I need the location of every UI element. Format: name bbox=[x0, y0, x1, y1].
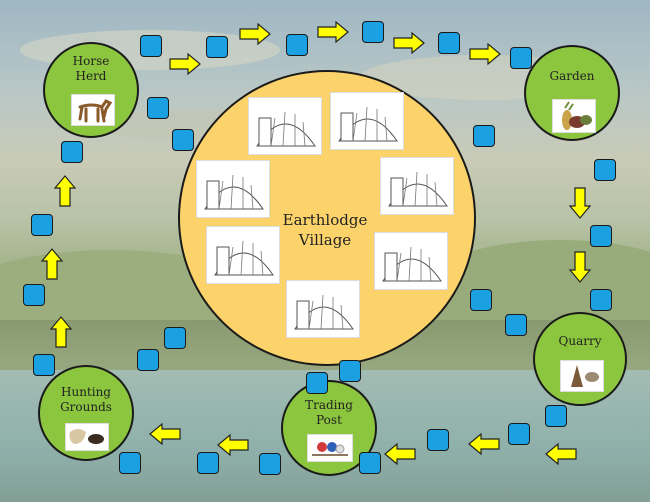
board-space[interactable] bbox=[590, 289, 612, 311]
board-space[interactable] bbox=[61, 141, 83, 163]
yellow-arrow-right bbox=[317, 20, 349, 44]
yellow-arrow-up bbox=[40, 248, 64, 280]
yellow-arrow-right bbox=[239, 22, 271, 46]
board-space[interactable] bbox=[590, 225, 612, 247]
board-space[interactable] bbox=[197, 452, 219, 474]
board-space[interactable] bbox=[508, 423, 530, 445]
horse-picture bbox=[71, 94, 115, 126]
yellow-arrow-up bbox=[53, 175, 77, 207]
yellow-arrow-down bbox=[568, 187, 592, 219]
station-label-line2: Post bbox=[316, 413, 342, 427]
station-label-line1: Trading bbox=[305, 398, 353, 412]
earthlodge-drawing bbox=[248, 97, 322, 155]
board-space[interactable] bbox=[164, 327, 186, 349]
board-space[interactable] bbox=[510, 47, 532, 69]
board-space[interactable] bbox=[119, 452, 141, 474]
station-horse-herd[interactable]: Horse Herd bbox=[43, 42, 139, 138]
hide-and-meat-picture bbox=[65, 423, 109, 451]
board-space[interactable] bbox=[33, 354, 55, 376]
board-space[interactable] bbox=[172, 129, 194, 151]
station-label: Quarry bbox=[535, 334, 625, 349]
station-garden[interactable]: Garden bbox=[524, 45, 620, 141]
earthlodge-drawing bbox=[206, 226, 280, 284]
board-space[interactable] bbox=[31, 214, 53, 236]
station-label-line1: Quarry bbox=[558, 334, 602, 348]
corn-and-squash-picture bbox=[552, 99, 596, 133]
station-label: Hunting Grounds bbox=[40, 385, 132, 415]
board-space[interactable] bbox=[359, 452, 381, 474]
board-space[interactable] bbox=[505, 314, 527, 336]
board-space[interactable] bbox=[23, 284, 45, 306]
village-label: Earthlodge Village bbox=[270, 210, 380, 250]
board-space[interactable] bbox=[140, 35, 162, 57]
board-space[interactable] bbox=[206, 36, 228, 58]
station-label: Horse Herd bbox=[45, 54, 137, 84]
yellow-arrow-right bbox=[469, 42, 501, 66]
board-space[interactable] bbox=[362, 21, 384, 43]
earthlodge-drawing bbox=[196, 160, 270, 218]
station-label-line1: Garden bbox=[549, 69, 595, 83]
station-label: Garden bbox=[526, 69, 618, 84]
yellow-arrow-up bbox=[49, 316, 73, 348]
station-label-line2: Grounds bbox=[60, 400, 112, 414]
yellow-arrow-left bbox=[384, 442, 416, 466]
board-space[interactable] bbox=[473, 125, 495, 147]
station-hunting-grounds[interactable]: Hunting Grounds bbox=[38, 365, 134, 461]
yellow-arrow-left bbox=[217, 433, 249, 457]
board-space[interactable] bbox=[470, 289, 492, 311]
station-label-line1: Horse bbox=[72, 54, 110, 68]
yellow-arrow-left bbox=[545, 442, 577, 466]
board-space[interactable] bbox=[438, 32, 460, 54]
board-space[interactable] bbox=[339, 360, 361, 382]
yellow-arrow-left bbox=[468, 432, 500, 456]
station-label-line1: Hunting bbox=[61, 385, 111, 399]
board-space[interactable] bbox=[427, 429, 449, 451]
board-space[interactable] bbox=[594, 159, 616, 181]
station-quarry[interactable]: Quarry bbox=[533, 312, 627, 406]
board-space[interactable] bbox=[306, 372, 328, 394]
board-space[interactable] bbox=[545, 405, 567, 427]
board-space[interactable] bbox=[259, 453, 281, 475]
trade-goods-picture bbox=[307, 434, 353, 462]
earthlodge-drawing bbox=[286, 280, 360, 338]
village-label-line2: Village bbox=[298, 231, 352, 249]
yellow-arrow-left bbox=[149, 422, 181, 446]
earthlodge-drawing bbox=[330, 92, 404, 150]
station-label-line2: Herd bbox=[75, 69, 107, 83]
yellow-arrow-down bbox=[568, 251, 592, 283]
village-label-line1: Earthlodge bbox=[282, 211, 368, 229]
board-space[interactable] bbox=[137, 349, 159, 371]
earthlodge-drawing bbox=[380, 157, 454, 215]
board-space[interactable] bbox=[286, 34, 308, 56]
station-label: Trading Post bbox=[283, 398, 375, 428]
board-space[interactable] bbox=[147, 97, 169, 119]
yellow-arrow-right bbox=[169, 52, 201, 76]
earthlodge-drawing bbox=[374, 232, 448, 290]
yellow-arrow-right bbox=[393, 31, 425, 55]
stone-tools-picture bbox=[560, 360, 604, 392]
